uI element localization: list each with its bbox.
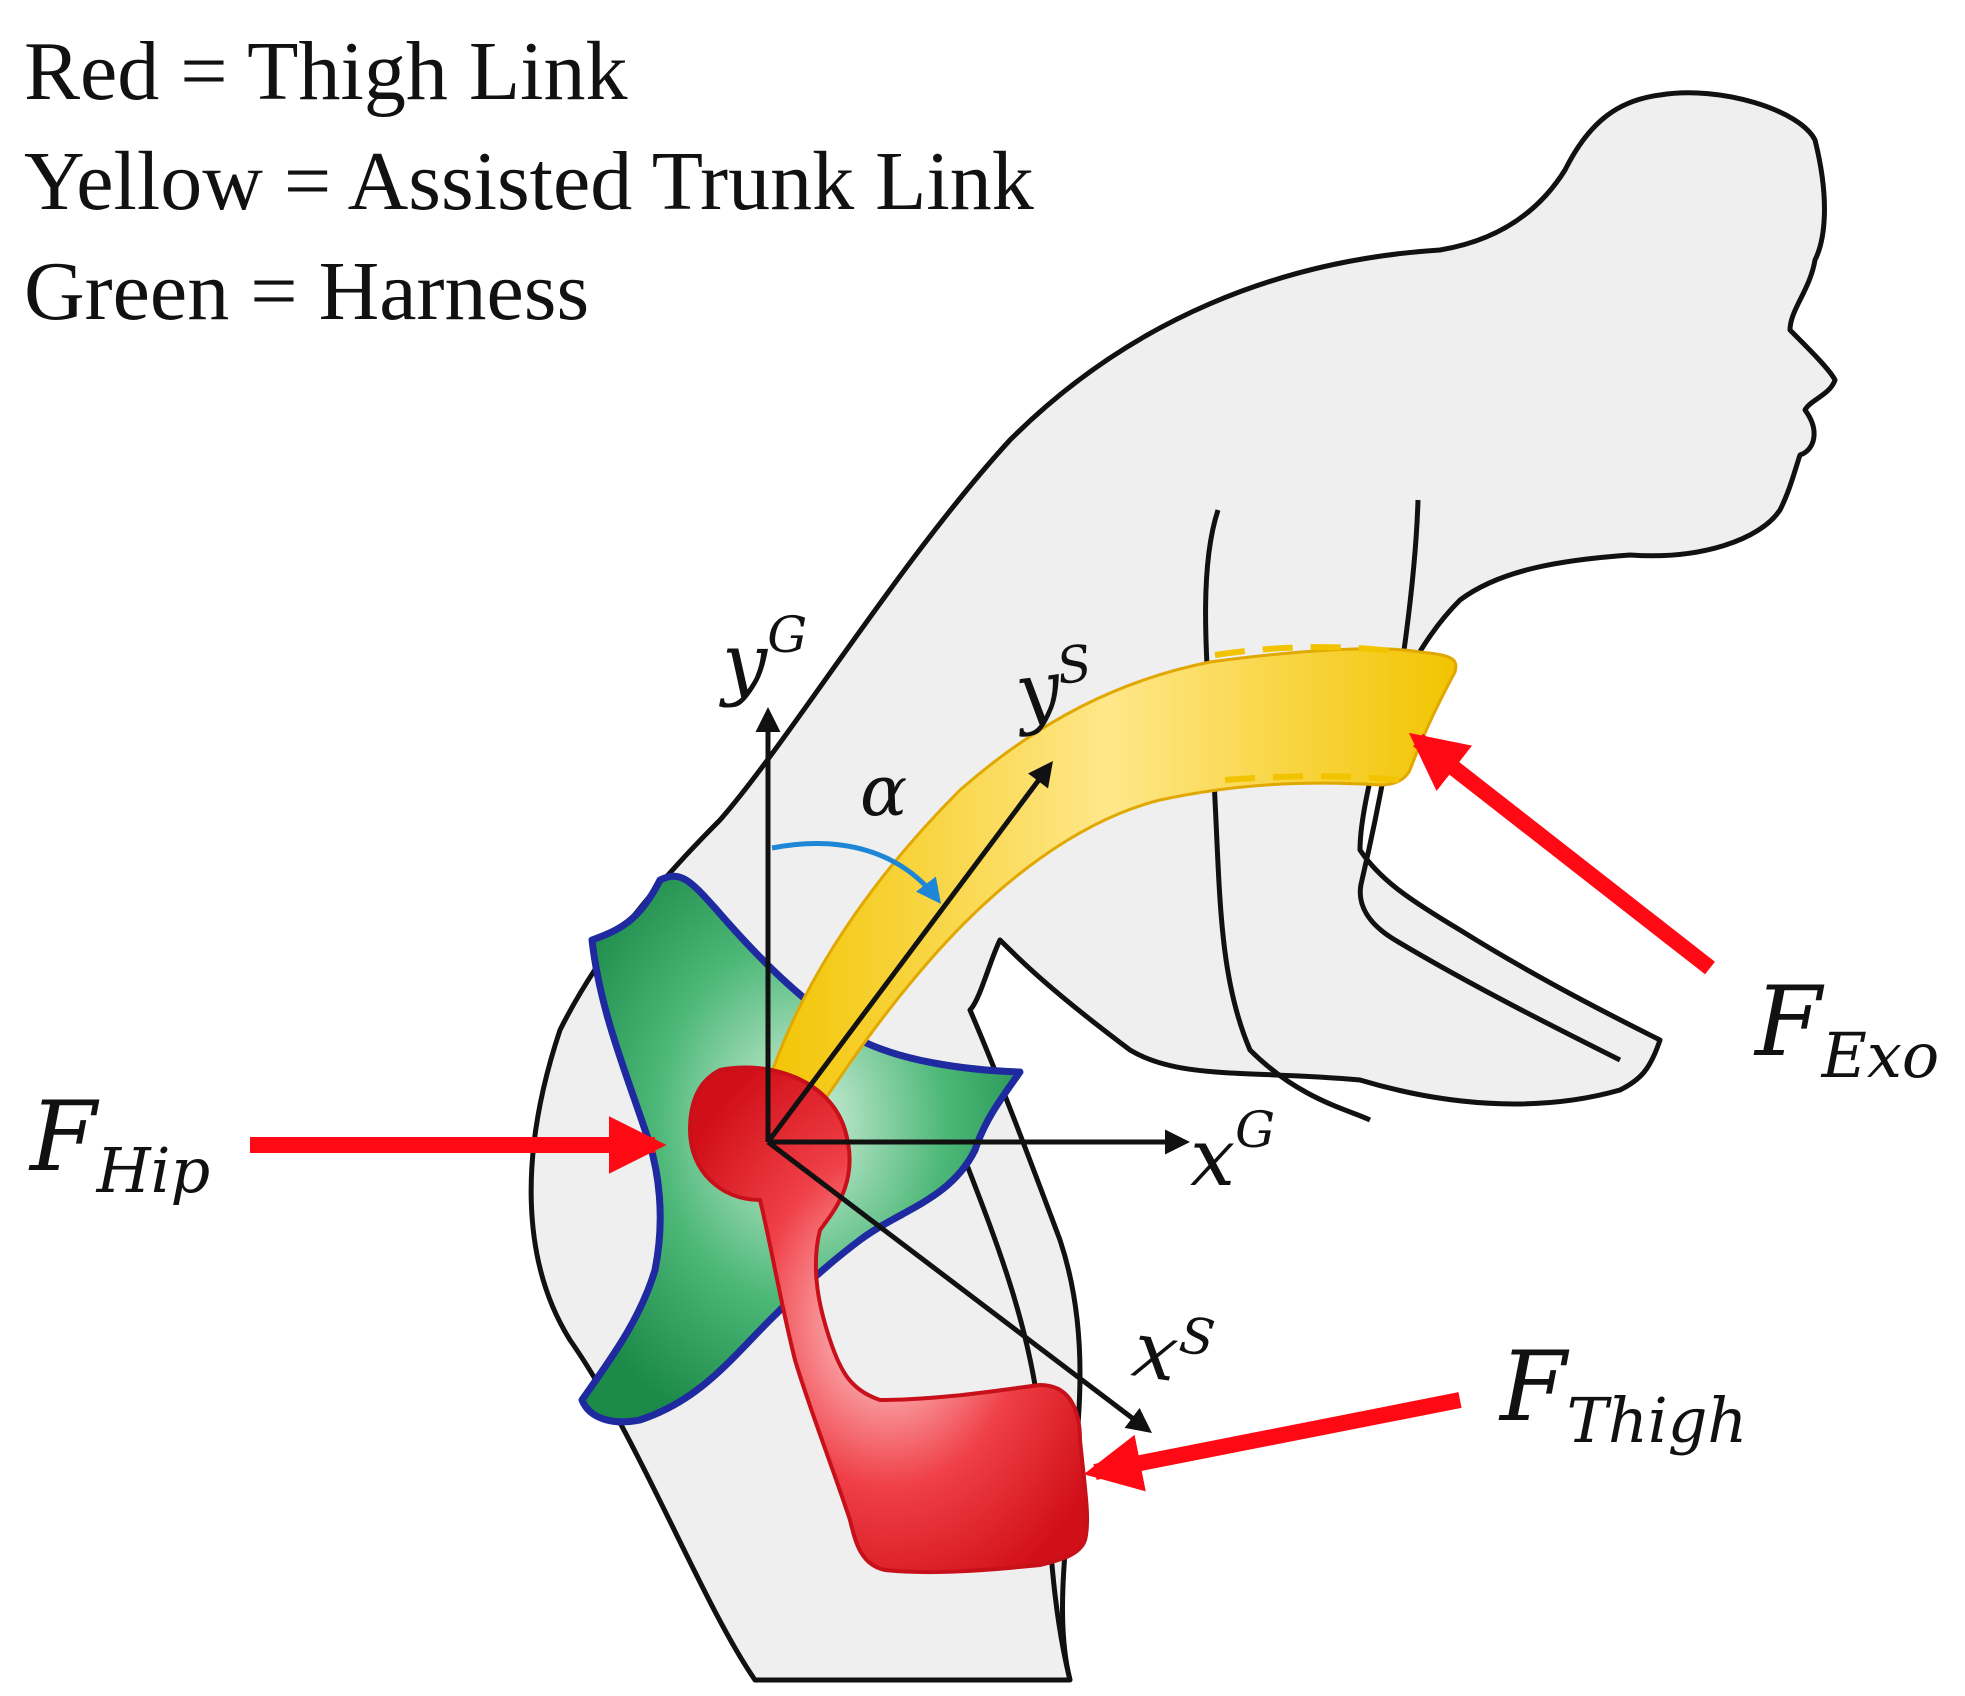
label-f-hip: FHip <box>28 1081 210 1207</box>
f-exo-arrow <box>1408 732 1715 975</box>
f-thigh-arrow <box>1083 1392 1462 1492</box>
legend-item-trunk-link: Yellow = Assisted Trunk Link <box>24 135 1034 228</box>
body-silhouette <box>528 90 1838 1683</box>
arm-contour-back <box>1357 499 1622 1063</box>
segment-x-axis <box>766 1140 1152 1434</box>
arm-contour-front <box>1203 509 1372 1123</box>
trunk-link-hidden-top <box>1214 644 1401 658</box>
label-f-thigh: FThigh <box>1498 1331 1747 1457</box>
thigh-link <box>688 1065 1090 1575</box>
label-f-exo: FExo <box>1753 966 1939 1092</box>
trunk-link-hidden-bottom <box>1224 773 1401 783</box>
legend-item-harness: Green = Harness <box>24 245 590 338</box>
label-segment-x: xS <box>1127 1300 1218 1405</box>
segment-y-axis <box>765 760 1053 1144</box>
label-angle: α <box>860 750 907 832</box>
label-global-y: yG <box>719 606 807 709</box>
label-global-x: xG <box>1190 1101 1275 1204</box>
legend-item-thigh-link: Red = Thigh Link <box>24 25 628 118</box>
angle-arrow <box>771 841 942 904</box>
